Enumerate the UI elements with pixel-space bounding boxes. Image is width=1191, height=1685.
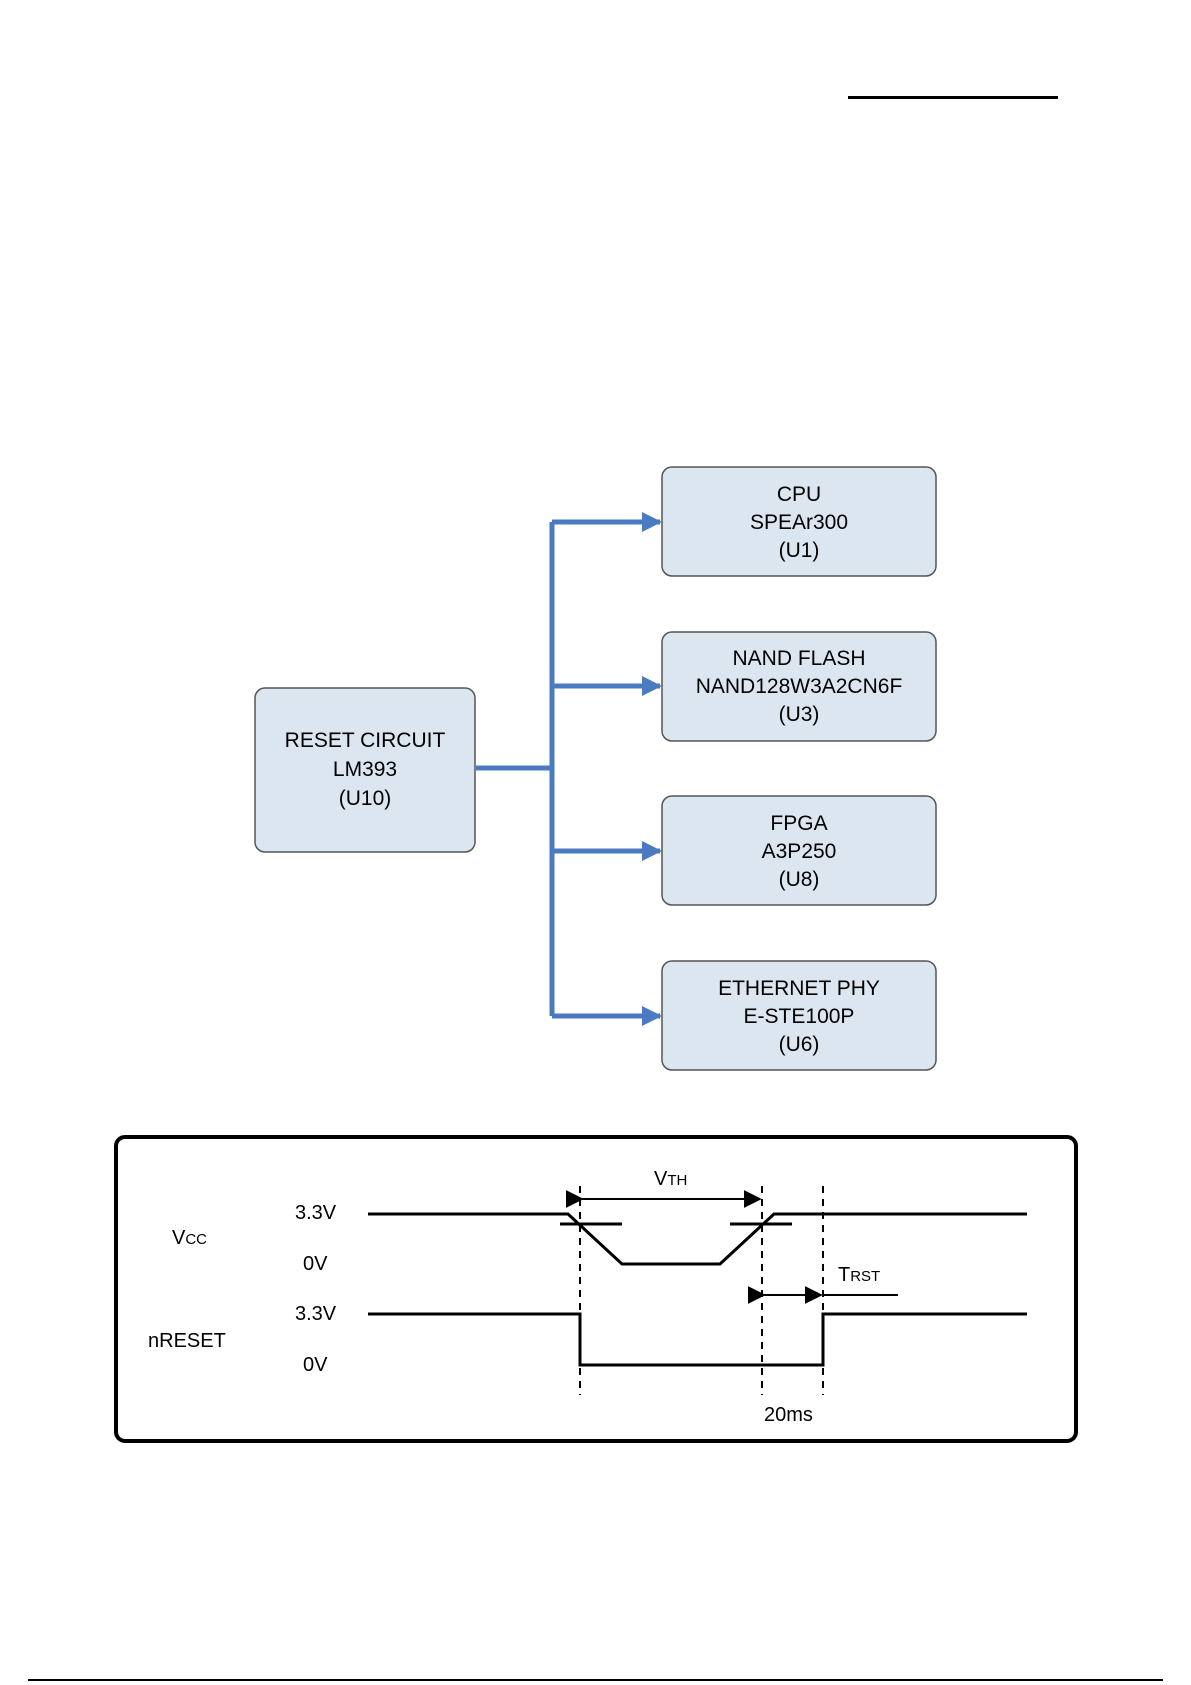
block-ethernet-phy: ETHERNET PHY E-STE100P (U6) [662, 961, 936, 1070]
block-name: CPU [777, 483, 821, 506]
block-name: FPGA [770, 812, 827, 835]
block-ref: (U1) [779, 539, 820, 562]
nreset-label: nRESET [148, 1330, 226, 1352]
block-nand-flash: NAND FLASH NAND128W3A2CN6F (U3) [662, 632, 936, 741]
vcc-high-level: 3.3V [295, 1202, 337, 1224]
block-ref: (U3) [779, 703, 820, 726]
block-part: NAND128W3A2CN6F [696, 675, 903, 698]
vth-label-sub: TH [667, 1172, 687, 1189]
vcc-label-main: V [172, 1227, 186, 1249]
block-ref: (U6) [779, 1033, 820, 1056]
connector-lines [476, 522, 660, 1016]
vth-label-main: V [654, 1168, 668, 1190]
block-reset-circuit: RESET CIRCUIT LM393 (U10) [255, 688, 475, 852]
delay-label: 20ms [764, 1404, 813, 1426]
footer-rule [28, 1679, 1163, 1681]
block-name: NAND FLASH [732, 647, 865, 670]
block-ref: (U10) [339, 787, 392, 810]
trst-label: TRST [838, 1264, 880, 1286]
block-fpga: FPGA A3P250 (U8) [662, 796, 936, 905]
nreset-high-level: 3.3V [295, 1303, 337, 1325]
timing-frame [116, 1137, 1076, 1441]
block-part: SPEAr300 [750, 511, 848, 534]
block-part: E-STE100P [744, 1005, 855, 1028]
block-part: A3P250 [762, 840, 837, 863]
block-part: LM393 [333, 758, 397, 781]
vcc-label-sub: CC [185, 1231, 207, 1248]
block-cpu: CPU SPEAr300 (U1) [662, 467, 936, 576]
block-ref: (U8) [779, 868, 820, 891]
timing-diagram: VCC nRESET 3.3V 0V 3.3V 0V VTH [116, 1137, 1076, 1441]
block-name: ETHERNET PHY [718, 977, 880, 1000]
vcc-low-level: 0V [303, 1253, 328, 1275]
trst-label-sub: RST [850, 1268, 880, 1285]
trst-label-main: T [838, 1264, 850, 1286]
vcc-label: VCC [172, 1227, 207, 1249]
nreset-low-level: 0V [303, 1354, 328, 1376]
vth-label: VTH [654, 1168, 687, 1190]
block-name: RESET CIRCUIT [285, 729, 446, 752]
